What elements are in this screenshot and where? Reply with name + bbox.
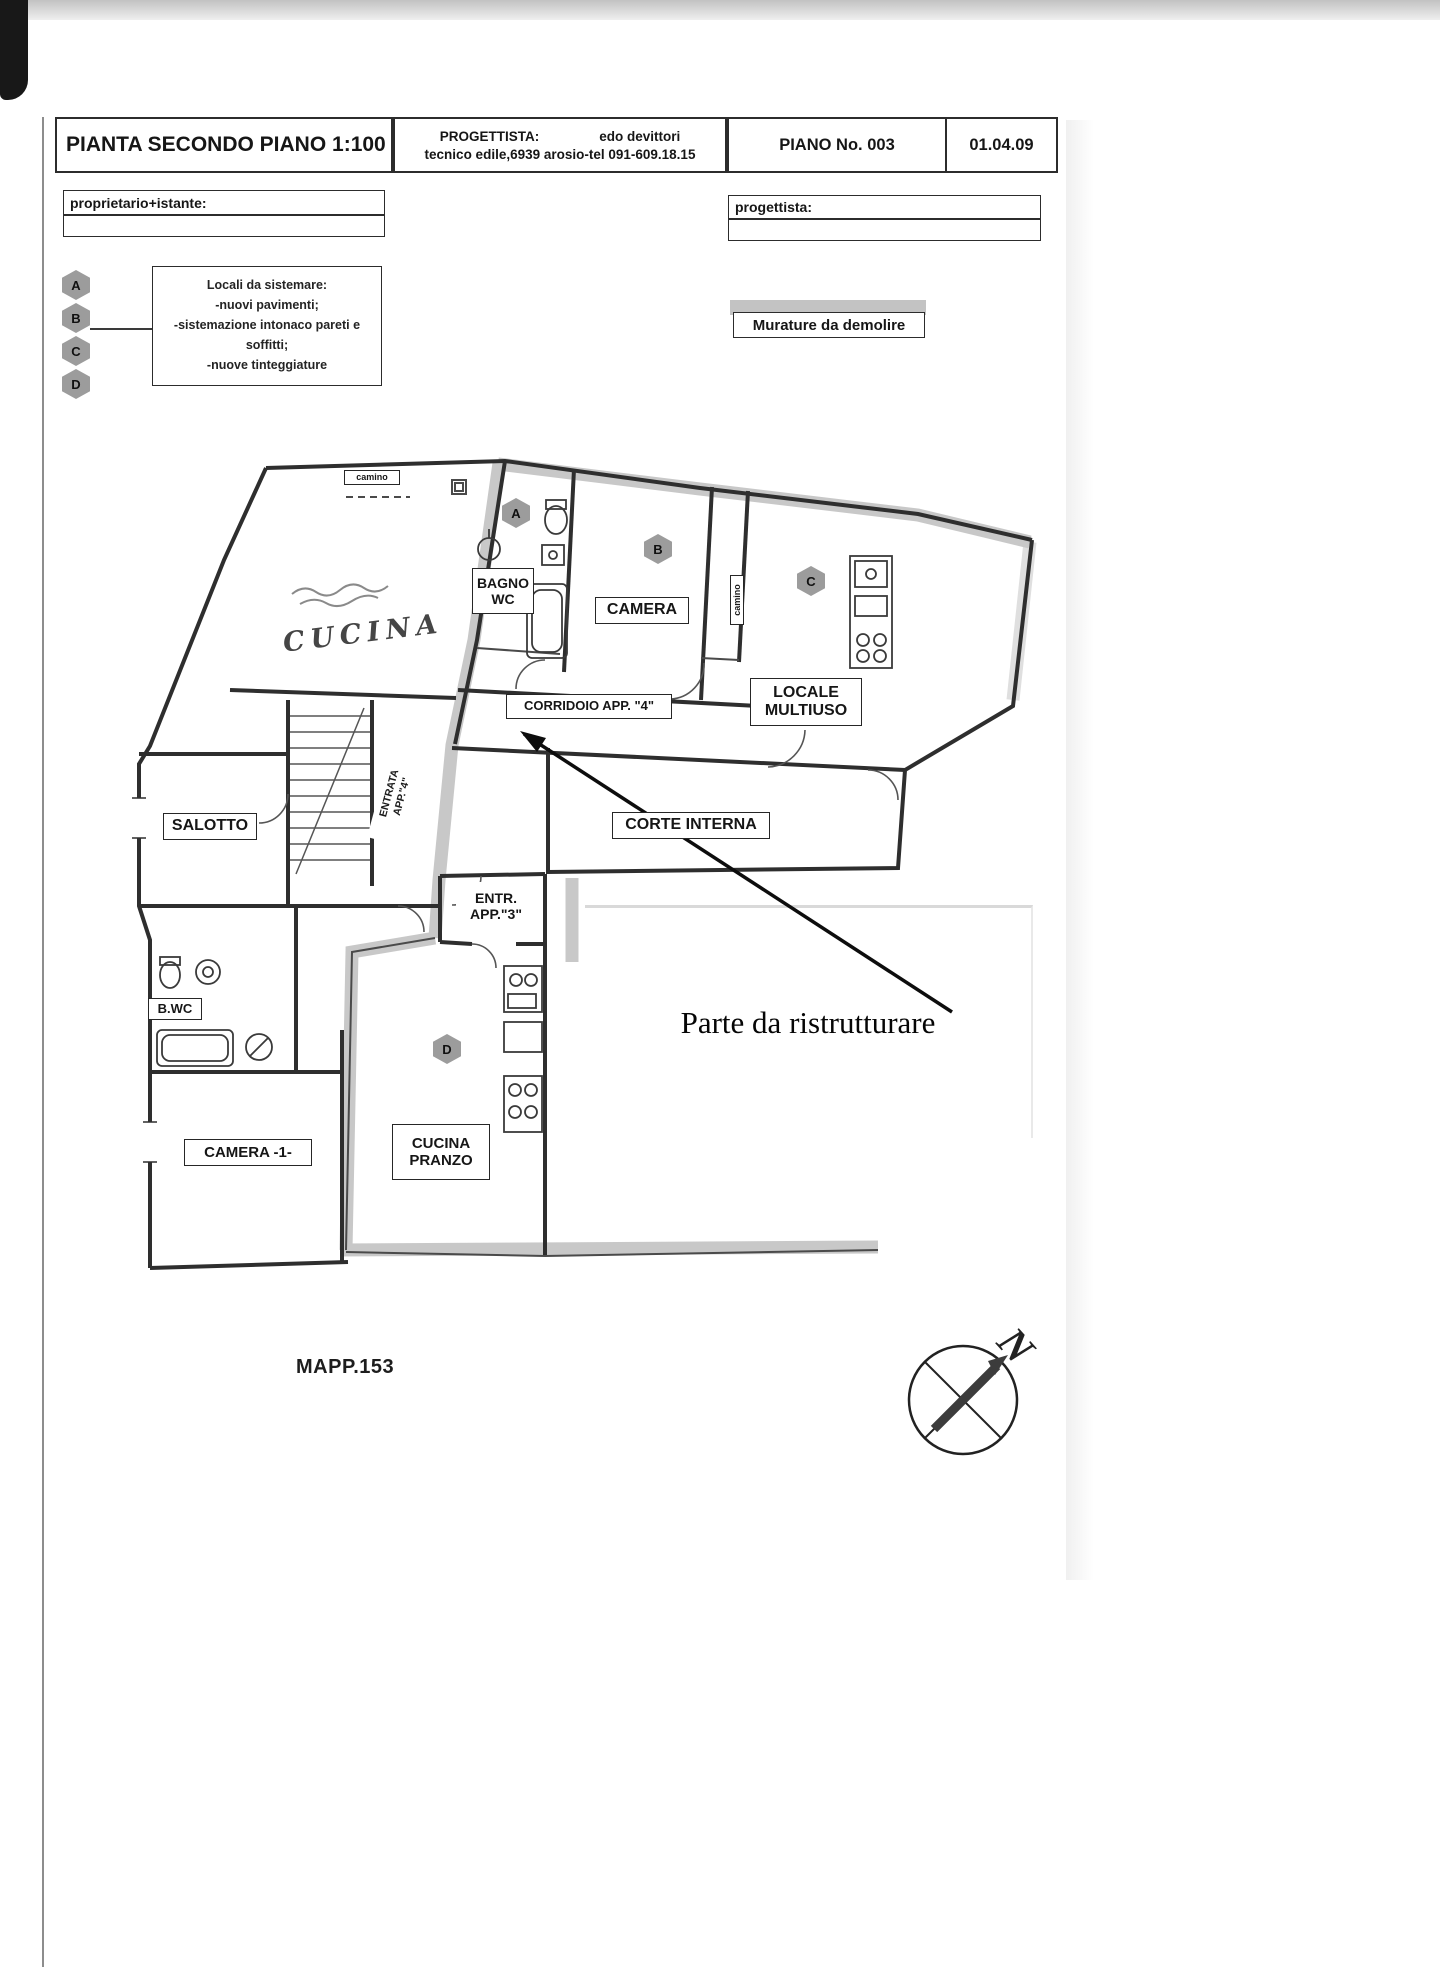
entr-app3-text-2: APP."3" [470,906,522,922]
title-block-sheet-box: PIANO No. 003 [727,117,947,173]
entr-app3-label: ENTR. APP."3" [456,882,536,930]
designer-label: PROGETTISTA: [439,128,540,144]
camino-right-label: camino [730,575,744,625]
pencil-scribble [291,583,389,607]
bwc-text: B.WC [157,1000,193,1016]
title-block-title-box: PIANTA SECONDO PIANO 1:100 [55,117,393,173]
bwc-label: B.WC [148,998,202,1020]
title-block-date-box: 01.04.09 [947,117,1058,173]
page-title: PIANTA SECONDO PIANO 1:100 [66,133,386,156]
designer-name: edo devittori [599,128,681,144]
corridoio-label: CORRIDOIO APP. "4" [506,694,672,719]
legend-line-5: -nuove tinteggiature [206,358,328,372]
corte-interna-label: CORTE INTERNA [612,812,770,839]
mapp-label: MAPP.153 [296,1356,436,1379]
bagno-text-2: WC [491,591,515,607]
corridoio-text: CORRIDOIO APP. "4" [523,698,655,714]
legend-line-2: -nuovi pavimenti; [215,298,319,312]
legend-line-3: -sistemazione intonaco pareti e [173,318,361,332]
owner-field-label: proprietario+istante: [70,194,207,211]
legend-marker-d-label: D [71,376,81,392]
sheet-date: 01.04.09 [969,135,1034,154]
page-frame-left-line [42,117,44,1967]
camino-top-text: camino [356,472,388,483]
demolition-legend-label: Murature da demolire [752,316,906,334]
wall-details [345,479,879,1257]
mapp-text: MAPP.153 [296,1356,395,1378]
door-arcs [258,659,899,969]
designer-field-label: progettista: [735,199,812,215]
owner-field-empty-box [63,215,385,237]
legend-line-1: Locali da sistemare: [206,278,328,292]
designer-field-label-box: progettista: [728,195,1041,219]
legend-marker-c-label: C [71,343,81,359]
plan-marker-d-label: D [442,1041,452,1057]
demolition-legend-box: Murature da demolire [733,312,925,338]
plan-marker-a-label: A [511,505,521,521]
locale-text-2: MULTIUSO [764,702,848,719]
legend-connector-line [90,328,152,330]
cucina-pranzo-label: CUCINA PRANZO [392,1124,490,1180]
plan-marker-c-label: C [806,573,816,589]
window-marks [132,797,157,1163]
camera1-text: CAMERA -1- [204,1143,292,1161]
renovation-annotation-text: Parte da ristrutturare [680,1005,936,1040]
salotto-label: SALOTTO [163,813,257,840]
entr-app3-text-1: ENTR. [475,889,517,906]
scan-right-shadow [1066,120,1094,1580]
title-block-designer-box: PROGETTISTA: edo devittori tecnico edile… [393,117,727,173]
scan-top-edge [0,0,1440,20]
locale-multiuso-label: LOCALE MULTIUSO [750,678,862,726]
camera1-label: CAMERA -1- [184,1139,312,1166]
staircase [290,707,370,875]
legend-marker-a-label: A [71,277,81,293]
salotto-text: SALOTTO [171,817,249,835]
designer-field-empty-box [728,219,1041,241]
camino-top-label: camino [344,470,400,485]
fixtures [156,499,893,1133]
locale-text-1: LOCALE [773,683,839,701]
corte-interna-text: CORTE INTERNA [625,816,757,834]
legend-line-4: soffitti; [245,338,289,352]
demolition-highlight-swatch [730,300,926,315]
camera-text: CAMERA [606,601,678,619]
renovation-annotation-box: Parte da ristrutturare [585,905,1033,1138]
bagno-label: BAGNO WC [472,568,534,614]
cucina-pranzo-text-2: PRANZO [409,1152,473,1169]
annotation-arrow [520,731,953,1014]
designer-address: tecnico edile,6939 arosio-tel 091-609.18… [424,146,696,162]
camino-right-text: camino [731,584,742,616]
plan-marker-b-label: B [653,541,663,557]
designer-row: PROGETTISTA: edo devittori [440,129,681,144]
cucina-pranzo-text-1: CUCINA [411,1134,471,1152]
legend-text-box: Locali da sistemare: -nuovi pavimenti; -… [152,266,382,386]
owner-field-label-box: proprietario+istante: [63,190,385,215]
compass-rose [907,1344,1019,1456]
scan-corner-artifact [0,0,28,100]
legend-marker-b-label: B [71,310,81,326]
bagno-text-1: BAGNO [476,574,530,591]
sheet-number: PIANO No. 003 [779,135,895,154]
camera-label: CAMERA [595,597,689,624]
